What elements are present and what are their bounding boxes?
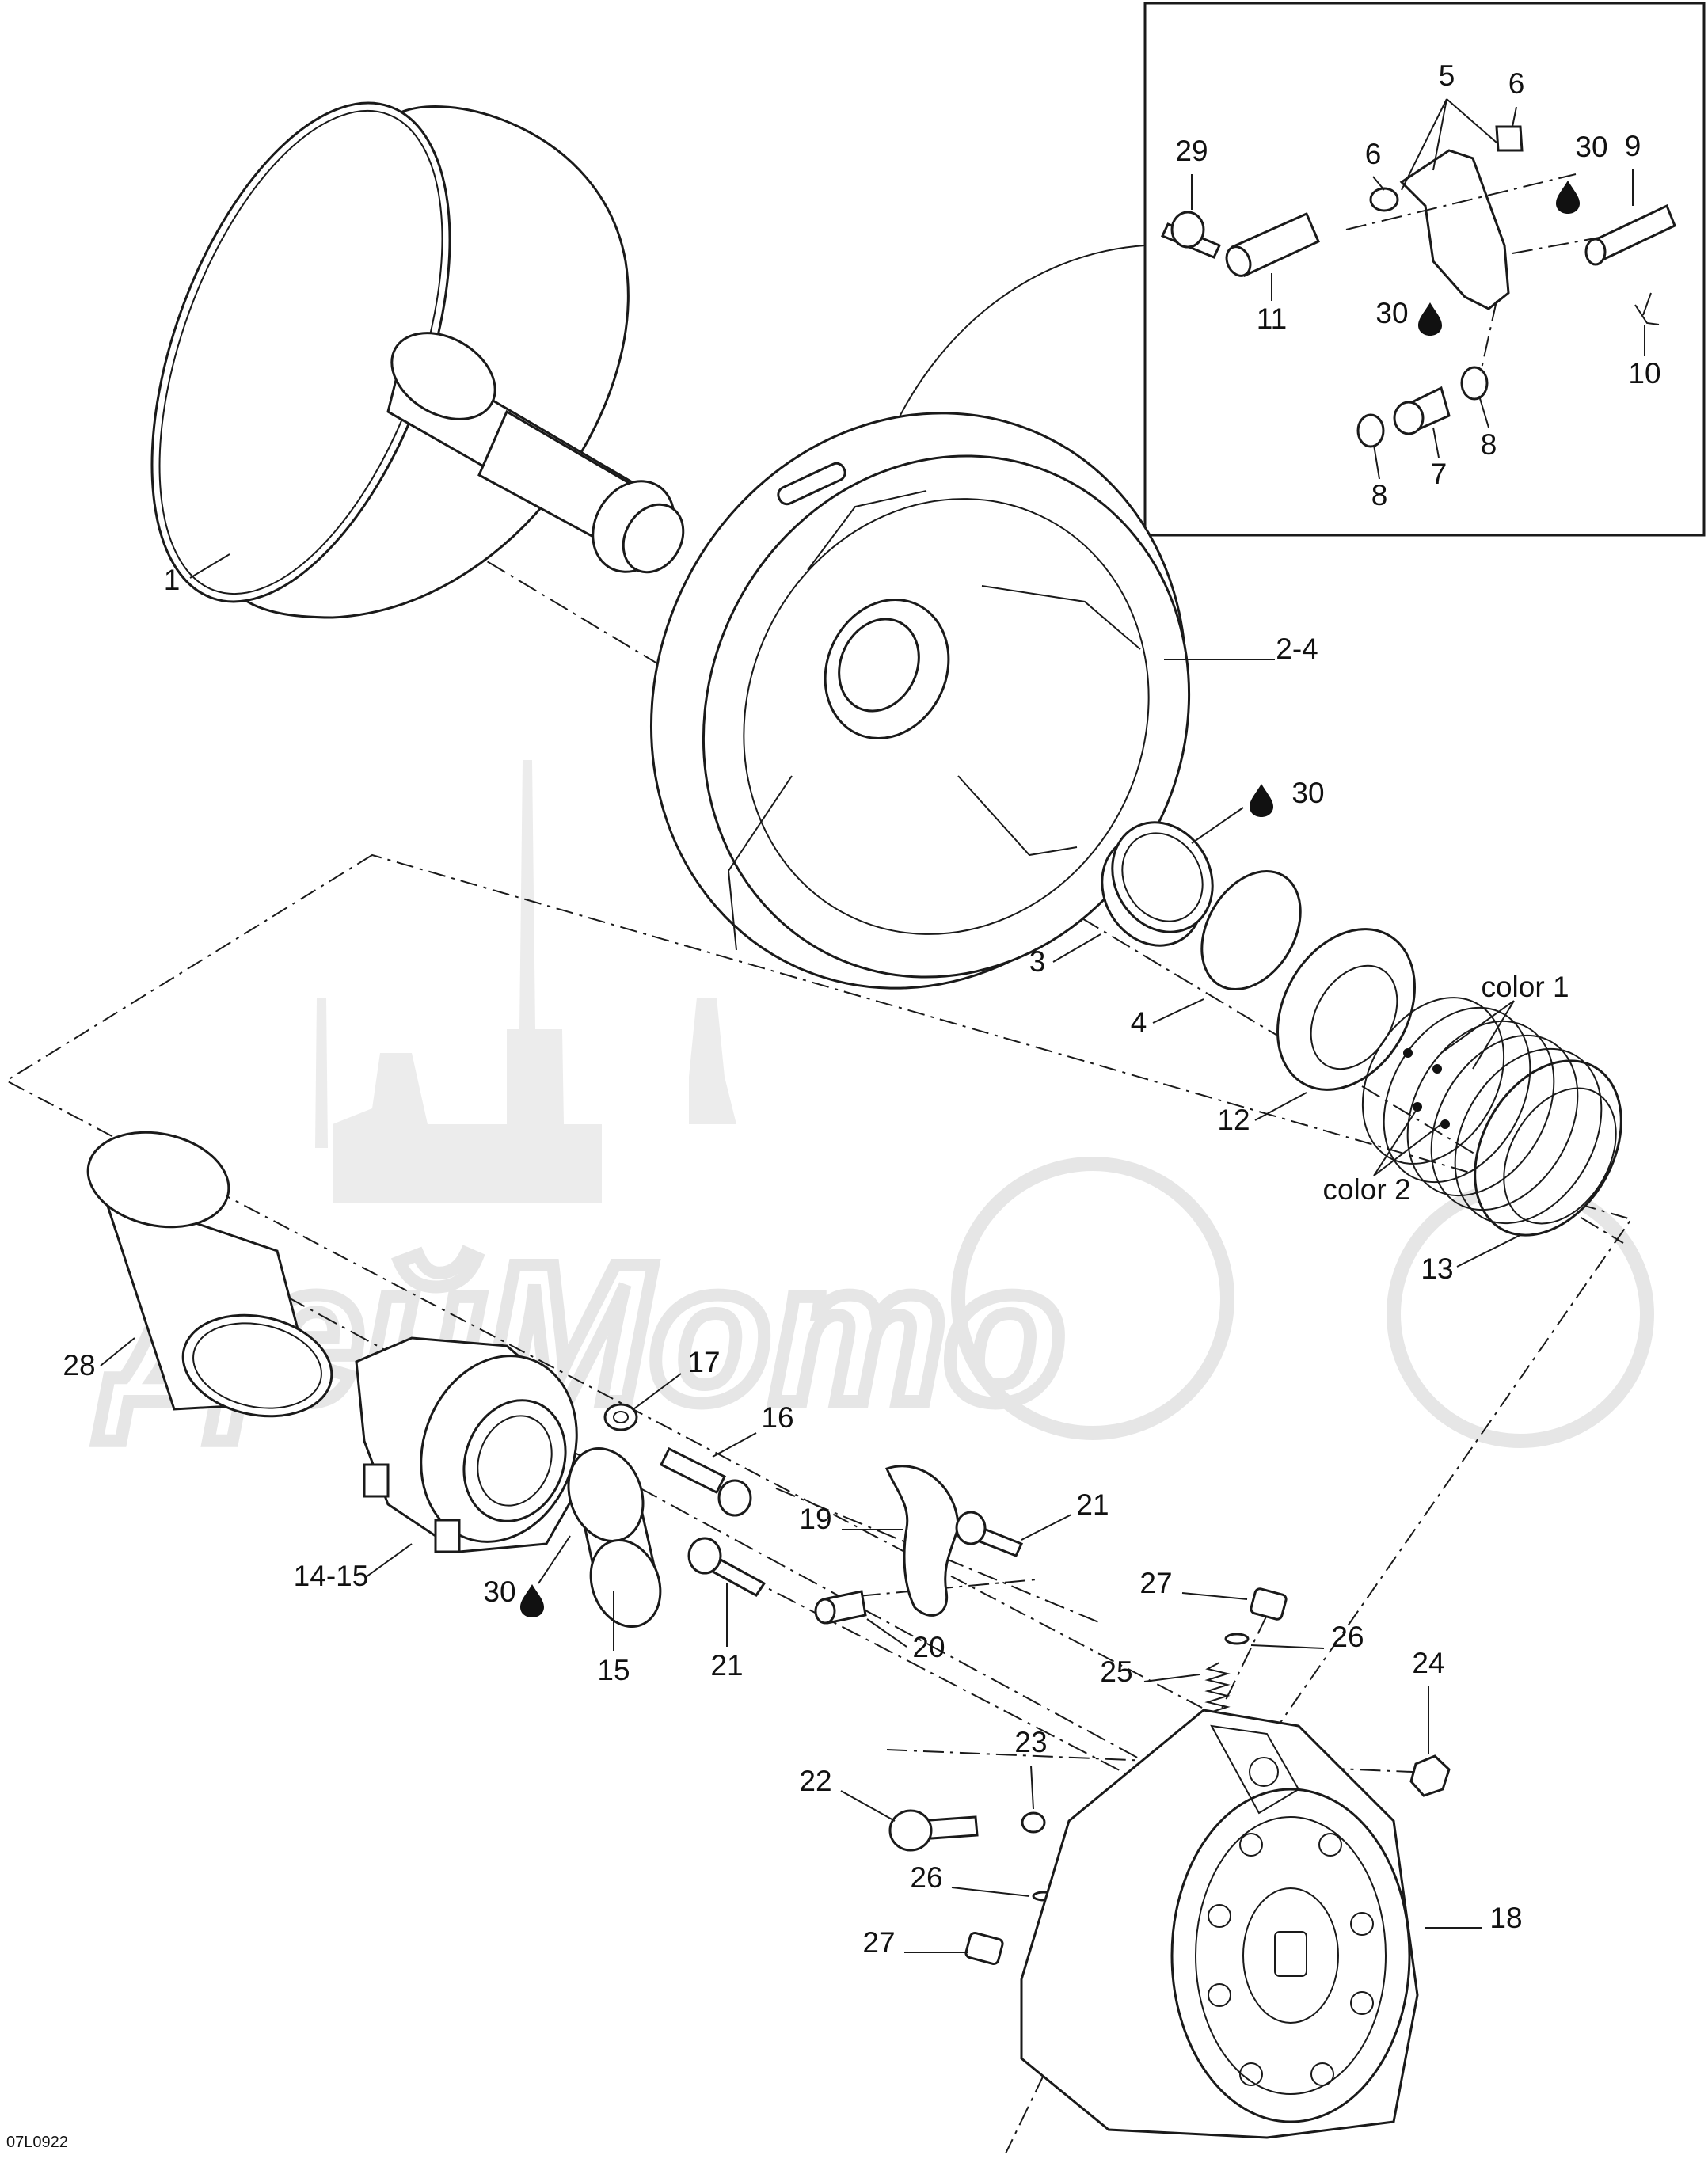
callout-c8a: 8 [1481,428,1497,461]
callout-c17: 17 [687,1346,720,1378]
callout-c26b: 26 [910,1861,942,1894]
watermark-spire-left [315,998,328,1148]
watermark-cathedral-silhouette [333,760,602,1203]
bolt-29 [1160,211,1222,259]
figure-code: 07L0922 [6,2134,68,2151]
pin-20 [814,1590,867,1625]
callout-c13: 13 [1421,1252,1453,1285]
inset-axis [1345,173,1577,230]
callout-c30b: 30 [483,1576,515,1608]
callout-c30c: 30 [1575,131,1607,163]
callout-c22: 22 [799,1765,831,1797]
color-dot [1432,1064,1442,1074]
callout-c15: 15 [597,1654,630,1686]
nut-24 [1409,1754,1451,1797]
callout-c8b: 8 [1371,479,1388,511]
screw-22 [888,1809,979,1852]
washer-8-left [1356,413,1385,448]
callout-c19: 19 [799,1503,831,1535]
spider-14-15 [355,1336,580,1553]
bolt-21-lower [687,1537,767,1597]
leader-lines [100,98,1645,1953]
callout-c3: 3 [1029,945,1046,978]
callout-c11: 11 [1257,302,1287,335]
roller-7 [1393,386,1451,435]
pin-9 [1584,203,1676,266]
washer-23 [1021,1811,1046,1834]
oil-drop-icon [520,1584,544,1617]
callout-c30d: 30 [1375,297,1408,329]
movable-sheave [650,412,1191,990]
callout-c9: 9 [1625,130,1641,162]
spring-seat-12 [1276,928,1416,1091]
callout-c16: 16 [761,1401,793,1434]
pin-11 [1225,212,1320,278]
callout-c25: 25 [1100,1655,1132,1688]
color-dot [1413,1102,1422,1112]
callout-c18: 18 [1489,1902,1522,1934]
callout-c6a: 6 [1508,67,1525,100]
cap-27-lower [964,1931,1004,1966]
cotter-pin-10 [1634,292,1660,325]
callout-c12: 12 [1217,1104,1250,1136]
shim-26-upper [1224,1633,1250,1645]
callout-c30a: 30 [1291,777,1324,809]
callout-c26a: 26 [1331,1621,1364,1653]
callout-c27a: 27 [1139,1567,1172,1599]
callout-labels: 1 2-4 30 3 4 color 1 12 color 2 13 28 17 16 19 21 14-1… [63,59,1660,1959]
callout-c5: 5 [1439,59,1455,92]
callout-cc2: color 2 [1322,1173,1410,1206]
inset-axis [1480,300,1497,373]
callout-c1: 1 [164,564,181,596]
spring-13 [1361,997,1622,1237]
fixed-sheave [150,101,685,619]
bushing-15 [567,1447,662,1629]
inset-detail-box [1143,2,1706,537]
bushing-6-right [1495,125,1524,152]
inset-parts [1160,125,1676,448]
callout-c7: 7 [1431,458,1447,490]
callout-c6b: 6 [1365,138,1382,170]
callout-c28: 28 [63,1349,95,1382]
watermark-wheel [951,1157,1234,1440]
ramp-lever-5 [1399,149,1510,310]
bolt-16 [659,1446,752,1517]
oil-drop-icon [1418,302,1442,336]
governor-cup-18 [1020,1709,1419,2139]
callout-c29: 29 [1175,135,1208,167]
oil-drop-icon [1250,784,1273,817]
bolt-axis-centerline [712,1559,1157,1790]
callout-cc1: color 1 [1481,971,1569,1003]
washer-6-left [1369,187,1399,212]
watermark-tower-right [689,998,736,1124]
inset-axis [1512,237,1600,254]
callout-c27b: 27 [862,1926,895,1959]
callout-c10: 10 [1628,357,1660,390]
sleeve-28 [86,1131,333,1418]
callout-c21b: 21 [710,1649,743,1682]
washer-17 [603,1403,638,1431]
washer-8-right [1460,366,1489,401]
color-dot [1440,1119,1450,1129]
callout-c21a: 21 [1076,1488,1109,1521]
cap-27-upper [1250,1587,1288,1621]
bushing-3 [1101,821,1214,947]
callout-c20: 20 [912,1631,945,1663]
callout-c23: 23 [1014,1726,1047,1758]
bolt-21-upper [955,1511,1024,1557]
callout-c1415: 14-15 [294,1560,369,1592]
circlip-4 [1200,869,1302,991]
oil-drop-icon [1556,181,1580,214]
lower-axis-centerline [158,1226,1387,1893]
callout-c24: 24 [1412,1647,1444,1679]
color-dot [1403,1048,1413,1058]
callout-c24a: 2-4 [1276,633,1318,665]
callout-c4: 4 [1131,1006,1147,1039]
flyweight-19 [885,1465,960,1617]
